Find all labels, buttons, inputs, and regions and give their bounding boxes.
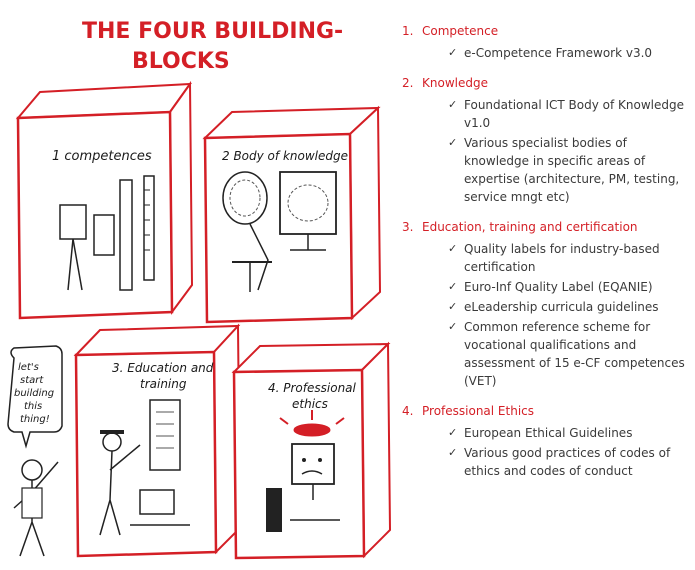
section-heading: Knowledge <box>422 76 488 90</box>
block-3-label-line1: 3. Education and <box>112 361 214 375</box>
block-1-competences: 1 competences <box>15 80 194 320</box>
check-icon: ✓ <box>448 242 458 255</box>
building-blocks-illustration: THE FOUR BUILDING- BLOCKS 1 competences … <box>7 19 392 560</box>
item-text: Euro-Inf Quality Label (EQANIE) <box>464 280 653 294</box>
section-number: 4. <box>402 404 414 418</box>
section-number: 3. <box>402 220 414 234</box>
block-4-professional-ethics: 4. Professional ethics <box>231 341 392 560</box>
check-icon: ✓ <box>448 280 458 293</box>
check-icon: ✓ <box>448 446 458 459</box>
check-icon: ✓ <box>448 136 458 149</box>
check-icon: ✓ <box>448 98 458 111</box>
list-item: ✓ eLeadership curricula guidelines <box>422 298 692 316</box>
list-item: ✓ e-Competence Framework v3.0 <box>422 44 692 62</box>
section-heading: Education, training and certification <box>422 220 638 234</box>
block-4-label-line1: 4. Professional <box>268 381 357 395</box>
illustration-title-line1: THE FOUR BUILDING- <box>82 19 343 44</box>
list-item: ✓ Quality labels for industry-based certi… <box>422 240 692 276</box>
block-2-label: 2 Body of knowledge <box>222 149 348 163</box>
item-text: e-Competence Framework v3.0 <box>464 46 653 60</box>
section-heading: Professional Ethics <box>422 404 535 418</box>
speech-line-4: this <box>24 401 42 412</box>
section-competence: 1. Competence ✓ e-Competence Framework v3… <box>400 22 692 62</box>
block-3-education-training: 3. Education and training <box>73 323 242 558</box>
list-item: ✓ European Ethical Guidelines <box>422 424 692 442</box>
check-icon: ✓ <box>448 46 458 59</box>
section-number: 1. <box>402 24 414 38</box>
check-icon: ✓ <box>448 300 458 313</box>
speech-line-3: building <box>14 388 54 399</box>
block-1-label: 1 competences <box>52 149 152 164</box>
list-item: ✓ Foundational ICT Body of Knowledge v1.0 <box>422 96 692 132</box>
list-item: ✓ Common reference scheme for vocational … <box>422 318 692 390</box>
building-blocks-outline: 1. Competence ✓ e-Competence Framework v3… <box>400 22 692 492</box>
list-item: ✓ Euro-Inf Quality Label (EQANIE) <box>422 278 692 296</box>
section-knowledge: 2. Knowledge ✓ Foundational ICT Body of K… <box>400 74 692 206</box>
block-2-body-of-knowledge: 2 Body of knowledge <box>202 105 382 324</box>
speech-line-2: start <box>20 375 44 386</box>
list-item: ✓ Various good practices of codes of ethi… <box>422 444 692 480</box>
item-text: eLeadership curricula guidelines <box>464 300 659 314</box>
section-heading: Competence <box>422 24 499 38</box>
item-text: Various specialist bodies of knowledge i… <box>464 136 680 204</box>
check-icon: ✓ <box>448 426 458 439</box>
item-text: Quality labels for industry-based certif… <box>464 242 660 274</box>
speech-line-1: let's <box>18 362 39 373</box>
item-text: European Ethical Guidelines <box>464 426 633 440</box>
section-education: 3. Education, training and certification… <box>400 218 692 390</box>
section-professional-ethics: 4. Professional Ethics ✓ European Ethical… <box>400 402 692 480</box>
speaking-character: let's start building this thing! <box>7 345 63 557</box>
speech-line-5: thing! <box>20 414 50 425</box>
block-3-label-line2: training <box>140 377 187 391</box>
item-text: Foundational ICT Body of Knowledge v1.0 <box>464 98 685 130</box>
check-icon: ✓ <box>448 320 458 333</box>
illustration-title-line2: BLOCKS <box>132 49 230 74</box>
section-number: 2. <box>402 76 414 90</box>
list-item: ✓ Various specialist bodies of knowledge … <box>422 134 692 206</box>
block-4-label-line2: ethics <box>292 397 328 411</box>
item-text: Various good practices of codes of ethic… <box>464 446 671 478</box>
item-text: Common reference scheme for vocational q… <box>464 320 685 388</box>
